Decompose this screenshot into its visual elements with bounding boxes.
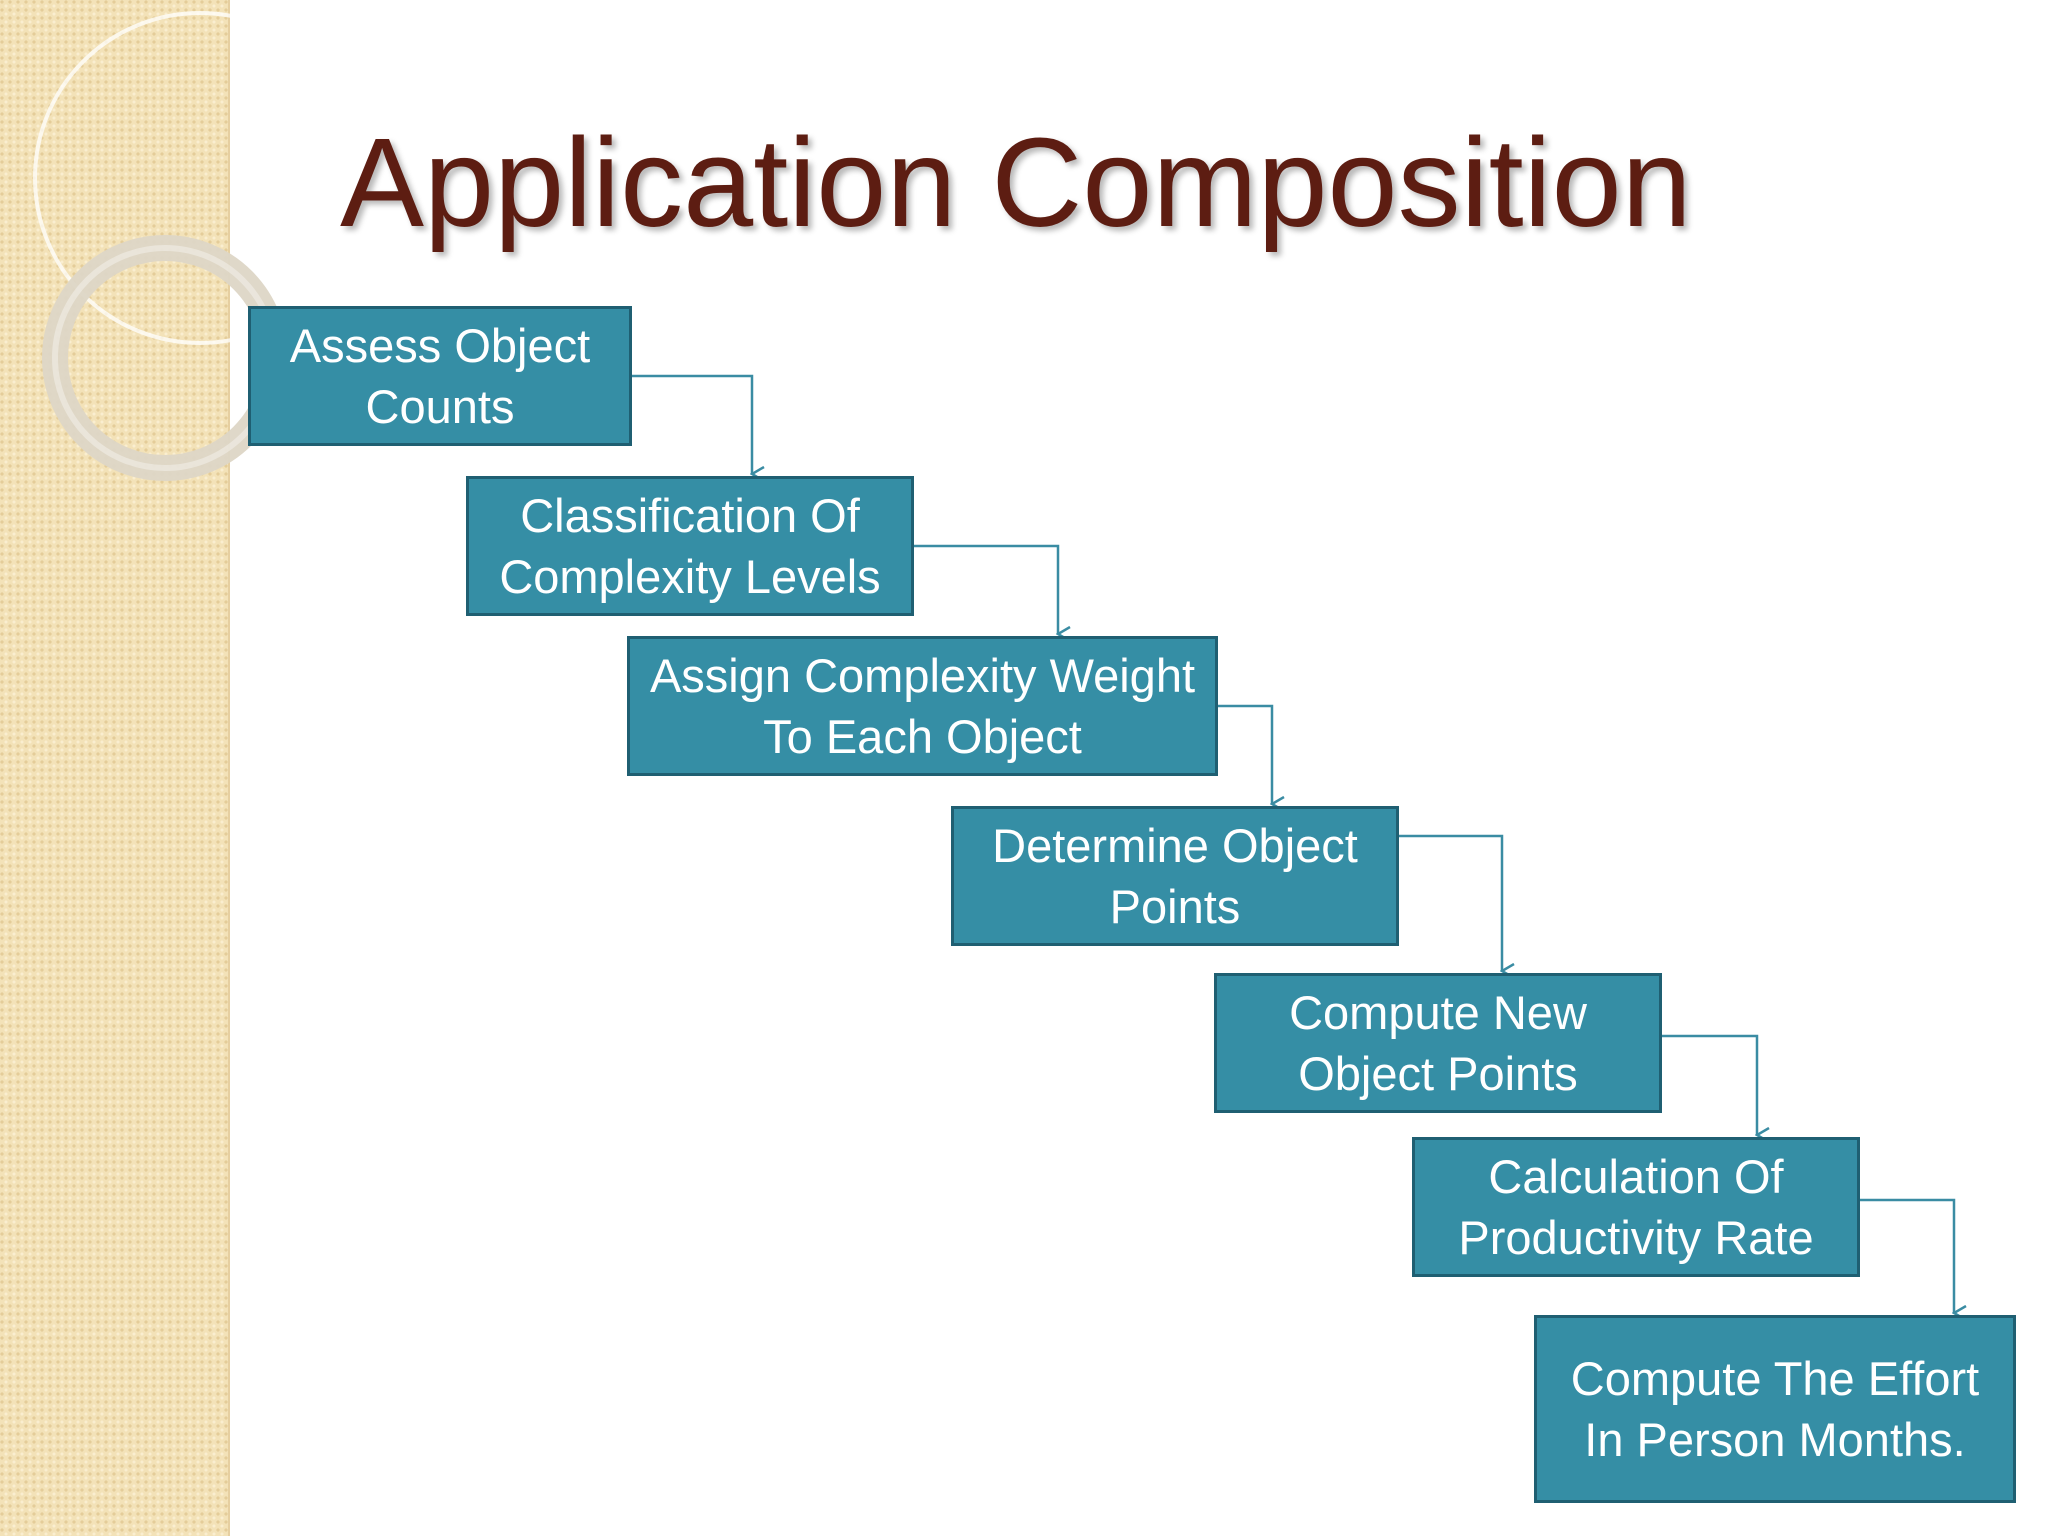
decorative-sidebar [0, 0, 230, 1536]
connector-arrow-5 [1662, 1034, 1757, 1135]
step-classification-of-complexity-levels: Classification Of Complexity Levels [466, 476, 914, 616]
step-label: Classification Of Complexity Levels [499, 489, 881, 603]
step-label: Determine Object Points [992, 819, 1358, 933]
step-label: Assess Object Counts [289, 319, 591, 433]
connector-arrow-2 [914, 544, 1058, 634]
step-assess-object-counts: Assess Object Counts [248, 306, 632, 446]
step-calculation-of-productivity-rate: Calculation Of Productivity Rate [1412, 1137, 1860, 1277]
connector-arrow-1 [632, 374, 752, 474]
step-label: Calculation Of Productivity Rate [1458, 1150, 1814, 1264]
step-label: Assign Complexity Weight To Each Object [649, 649, 1196, 763]
step-compute-new-object-points: Compute New Object Points [1214, 973, 1662, 1113]
step-label: Compute The Effort In Person Months. [1570, 1352, 1980, 1466]
step-label: Compute New Object Points [1289, 986, 1587, 1100]
slide-title: Application Composition [340, 112, 1692, 253]
connector-arrow-6 [1860, 1198, 1954, 1313]
connector-arrow-4 [1399, 834, 1502, 971]
step-determine-object-points: Determine Object Points [951, 806, 1399, 946]
connector-arrow-3 [1218, 704, 1272, 804]
step-assign-complexity-weight: Assign Complexity Weight To Each Object [627, 636, 1218, 776]
step-compute-effort-in-person-months: Compute The Effort In Person Months. [1534, 1315, 2016, 1503]
